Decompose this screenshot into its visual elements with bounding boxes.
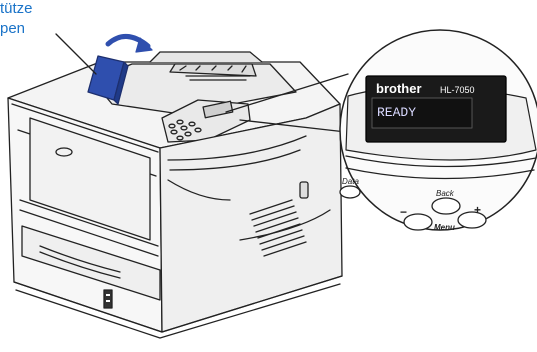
brand-logo: brother — [376, 81, 422, 96]
back-key-label: Back — [436, 189, 455, 198]
plus-key-label: + — [474, 203, 481, 217]
callout-line-2: pen — [0, 20, 25, 37]
plus-button — [458, 212, 486, 228]
menu-key-label: Menu — [434, 223, 455, 232]
data-key-label: Data — [342, 177, 359, 186]
minus-key-label: − — [400, 205, 407, 219]
model-name: HL-7050 — [440, 85, 475, 95]
lcd-status-text: READY — [377, 105, 416, 120]
back-button — [432, 198, 460, 214]
callout-leader-line — [56, 34, 96, 74]
data-button — [340, 186, 360, 198]
callout-line-1: tütze — [0, 0, 33, 17]
minus-button — [404, 214, 432, 230]
